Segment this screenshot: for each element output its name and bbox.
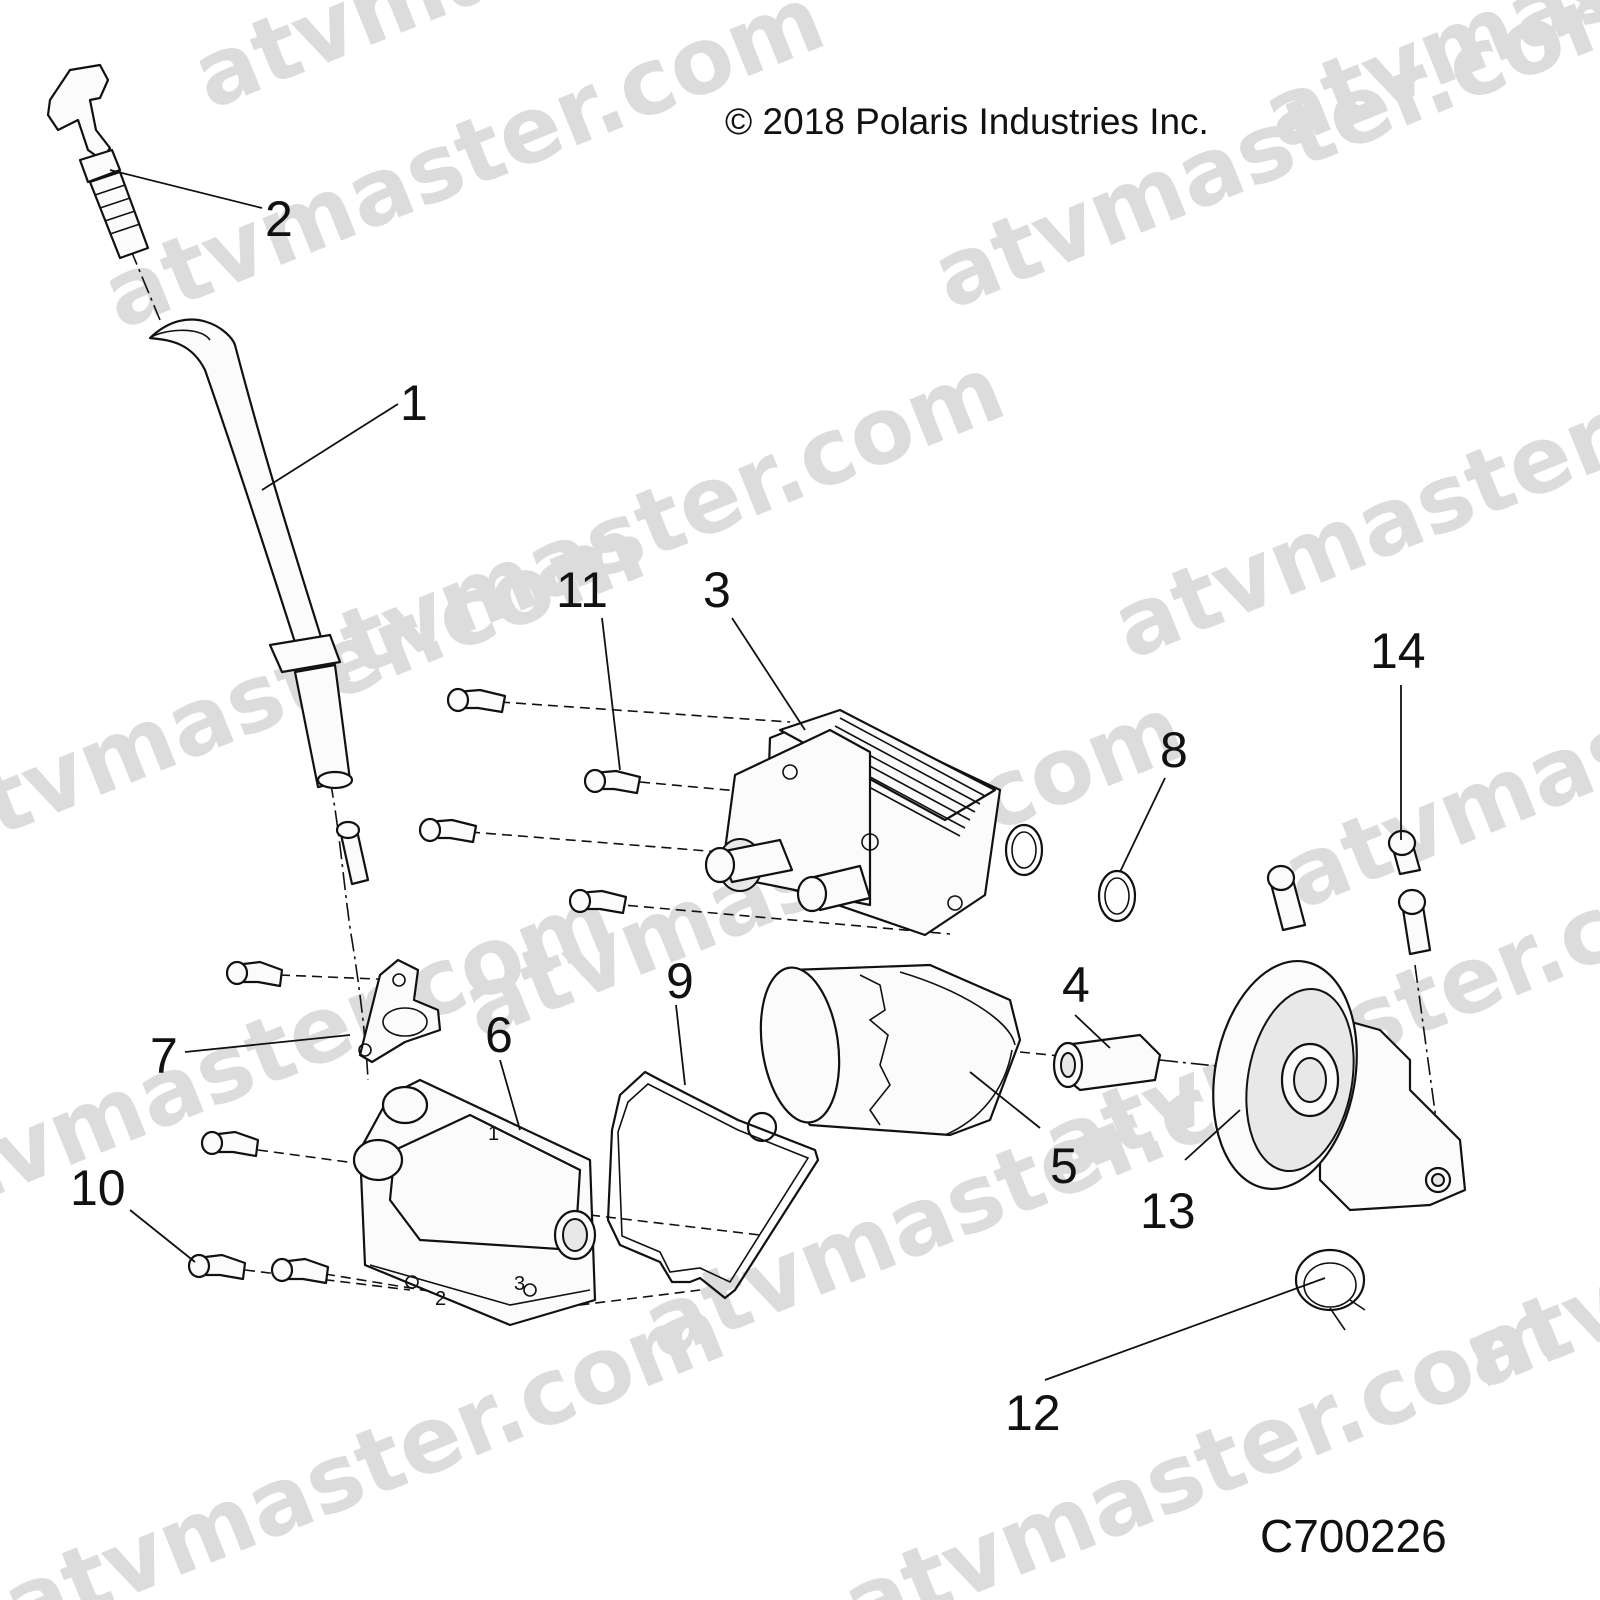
leader-line [1184, 1109, 1241, 1161]
centerline [469, 831, 721, 853]
callout-4: 4 [1062, 957, 1090, 1013]
callout-2: 2 [265, 191, 293, 247]
callout-14: 14 [1370, 623, 1426, 679]
leader-line [1119, 777, 1166, 873]
callout-13: 13 [1140, 1183, 1196, 1239]
watermark: atvmaster.com [268, 334, 1018, 720]
callouts: 1 2 3 4 5 6 7 8 9 10 11 12 13 14 [70, 191, 1426, 1441]
leader-line [675, 1004, 686, 1086]
gasket-7 [358, 958, 442, 1064]
housing-gasket-9 [606, 1070, 820, 1300]
centerline [244, 1269, 411, 1291]
leader-lines [109, 169, 1402, 1381]
leader-line [129, 1209, 196, 1263]
leader-line [261, 403, 399, 491]
callout-11: 11 [556, 562, 608, 618]
housing-marking: 3 [514, 1273, 525, 1295]
leader-line [109, 169, 263, 209]
centerline [1019, 1051, 1061, 1057]
filter-adapter [1212, 959, 1467, 1212]
leader-line [601, 617, 621, 771]
oil-cooler-housing: 1 2 3 [352, 1078, 597, 1327]
leader-line [969, 1071, 1041, 1129]
o-ring [1004, 823, 1044, 877]
centerline [129, 247, 161, 321]
oil-filter [759, 963, 1022, 1137]
leader-line [731, 617, 806, 731]
callout-3: 3 [703, 562, 731, 618]
callout-6: 6 [485, 1007, 513, 1063]
leader-line [1044, 1277, 1326, 1381]
centerline [589, 1214, 761, 1236]
o-ring [1097, 869, 1137, 923]
callout-5: 5 [1050, 1138, 1078, 1194]
centerline [257, 1149, 371, 1166]
housing-marking: 2 [435, 1288, 446, 1310]
leader-line [1074, 1014, 1111, 1049]
dipstick [46, 63, 150, 260]
watermark: atvmaster.com [0, 1274, 738, 1600]
housing-marking: 1 [488, 1123, 499, 1145]
centerline [611, 903, 951, 935]
diagram-code: C700226 [1260, 1510, 1447, 1562]
callout-10: 10 [70, 1160, 126, 1216]
centerline [499, 701, 791, 723]
dipstick-tube [148, 318, 354, 790]
centerline [1414, 964, 1446, 1186]
o-ring-inner [1104, 877, 1130, 915]
callout-8: 8 [1160, 722, 1188, 778]
oil-cooler [704, 708, 1002, 937]
copyright-text: © 2018 Polaris Industries Inc. [725, 101, 1209, 142]
callout-9: 9 [666, 953, 694, 1009]
callout-1: 1 [400, 375, 428, 431]
callout-12: 12 [1005, 1385, 1061, 1441]
o-ring-inner [1011, 831, 1037, 869]
callout-7: 7 [150, 1028, 178, 1084]
hose-clamp [1294, 1248, 1366, 1331]
leader-line [499, 1059, 521, 1131]
adapter-nipple [1052, 1033, 1162, 1092]
watermark: atvmaster.com [1098, 294, 1600, 680]
leader-line [184, 1034, 351, 1053]
